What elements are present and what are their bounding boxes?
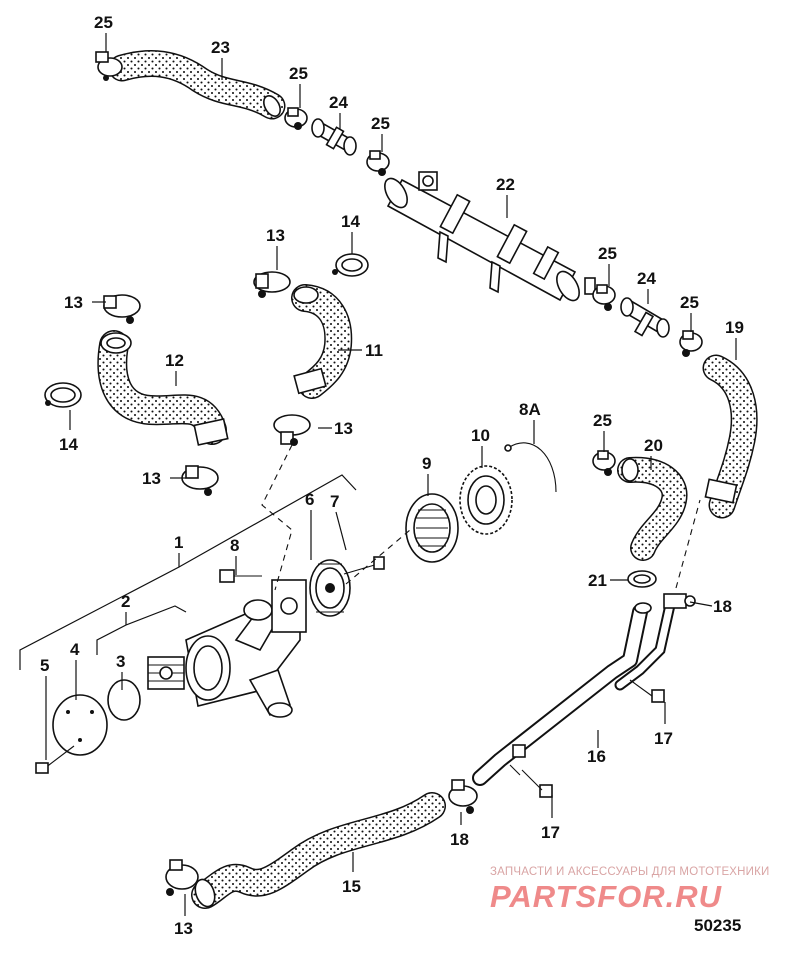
pump-cover-plate-4 (52, 694, 108, 756)
hose-clamp-25 (679, 330, 703, 357)
hose-20 (617, 456, 688, 561)
callout-13: 13 (142, 469, 161, 488)
hose-clamp-25 (592, 284, 616, 311)
watermark-logo: PARTSFOR.RU (490, 879, 723, 914)
callout-3: 3 (116, 652, 125, 671)
hose-12 (97, 330, 229, 446)
callout-21: 21 (588, 571, 607, 590)
callout-12: 12 (165, 351, 184, 370)
retaining-clip-8a (504, 442, 557, 493)
callout-13: 13 (174, 919, 193, 938)
callout-5: 5 (40, 656, 49, 675)
hose-connector-24 (311, 118, 357, 156)
callout-25: 25 (593, 411, 612, 430)
impeller-2 (147, 656, 185, 690)
callout-18: 18 (713, 597, 732, 616)
callout-7: 7 (330, 492, 339, 511)
callout-23: 23 (211, 38, 230, 57)
callout-24: 24 (329, 93, 348, 112)
callout-25: 25 (94, 13, 113, 32)
hose-clamp-13 (253, 271, 291, 298)
clamp-14 (332, 253, 369, 277)
callout-16: 16 (587, 747, 606, 766)
hose-23 (108, 50, 286, 120)
callout-14: 14 (59, 435, 78, 454)
hose-connector-24 (620, 297, 670, 338)
flow-line (675, 499, 701, 589)
callout-9: 9 (422, 454, 431, 473)
bearing-9 (405, 493, 459, 563)
clamp-21 (627, 570, 657, 588)
callout-15: 15 (342, 877, 361, 896)
hose-clamp-13 (181, 465, 219, 496)
hose-clamp-13 (103, 294, 141, 324)
bolt-17 (521, 769, 553, 798)
callout-6: 6 (305, 490, 314, 509)
pump-body-1 (185, 579, 307, 718)
callout-14: 14 (341, 212, 360, 231)
callout-25: 25 (289, 64, 308, 83)
callout-20: 20 (644, 436, 663, 455)
callout-8a: 8A (519, 400, 541, 419)
watermark-tagline: ЗАПЧАСТИ И АКСЕССУАРЫ ДЛЯ МОТОТЕХНИКИ (490, 866, 770, 878)
callout-10: 10 (471, 426, 490, 445)
clamp-14 (44, 382, 82, 408)
hose-11 (291, 284, 353, 399)
bolt-17 (629, 679, 665, 703)
hose-clamp-25 (284, 107, 308, 130)
callout-17: 17 (541, 823, 560, 842)
bolt-5 (35, 745, 75, 774)
callout-25: 25 (371, 114, 390, 133)
callout-13: 13 (266, 226, 285, 245)
bolt-8 (219, 569, 262, 583)
water-pipe-16 (472, 599, 676, 786)
callout-17: 17 (654, 729, 673, 748)
hose-clamp-13 (273, 414, 311, 446)
pulley-6 (309, 559, 351, 617)
hose-15 (191, 792, 446, 909)
hose-clamp-18 (448, 779, 478, 814)
hose-clamp-25 (366, 150, 390, 176)
callout-19: 19 (725, 318, 744, 337)
callout-22: 22 (496, 175, 515, 194)
callout-13: 13 (64, 293, 83, 312)
callout-25: 25 (598, 244, 617, 263)
bolt-7 (343, 556, 385, 575)
flow-line (261, 444, 293, 591)
callout-11: 11 (365, 341, 383, 360)
hose-clamp-25 (592, 450, 616, 476)
callout-13: 13 (334, 419, 353, 438)
callout-2: 2 (121, 592, 130, 611)
hose-clamp-13 (165, 859, 199, 896)
fitting-18 (663, 593, 696, 609)
gasket-3 (107, 679, 141, 721)
gear-10 (459, 465, 513, 535)
callout-18: 18 (450, 830, 469, 849)
hose-19 (702, 354, 758, 519)
callout-8: 8 (230, 536, 239, 555)
callout-1: 1 (174, 533, 183, 552)
callout-24: 24 (637, 269, 656, 288)
figure-number: 50235 (694, 916, 741, 935)
heat-exchanger-22 (384, 171, 596, 302)
callout-4: 4 (70, 640, 80, 659)
hose-clamp-25 (95, 51, 123, 81)
callout-25: 25 (680, 293, 699, 312)
leader-lines (19, 33, 737, 916)
flow-line (345, 529, 411, 585)
